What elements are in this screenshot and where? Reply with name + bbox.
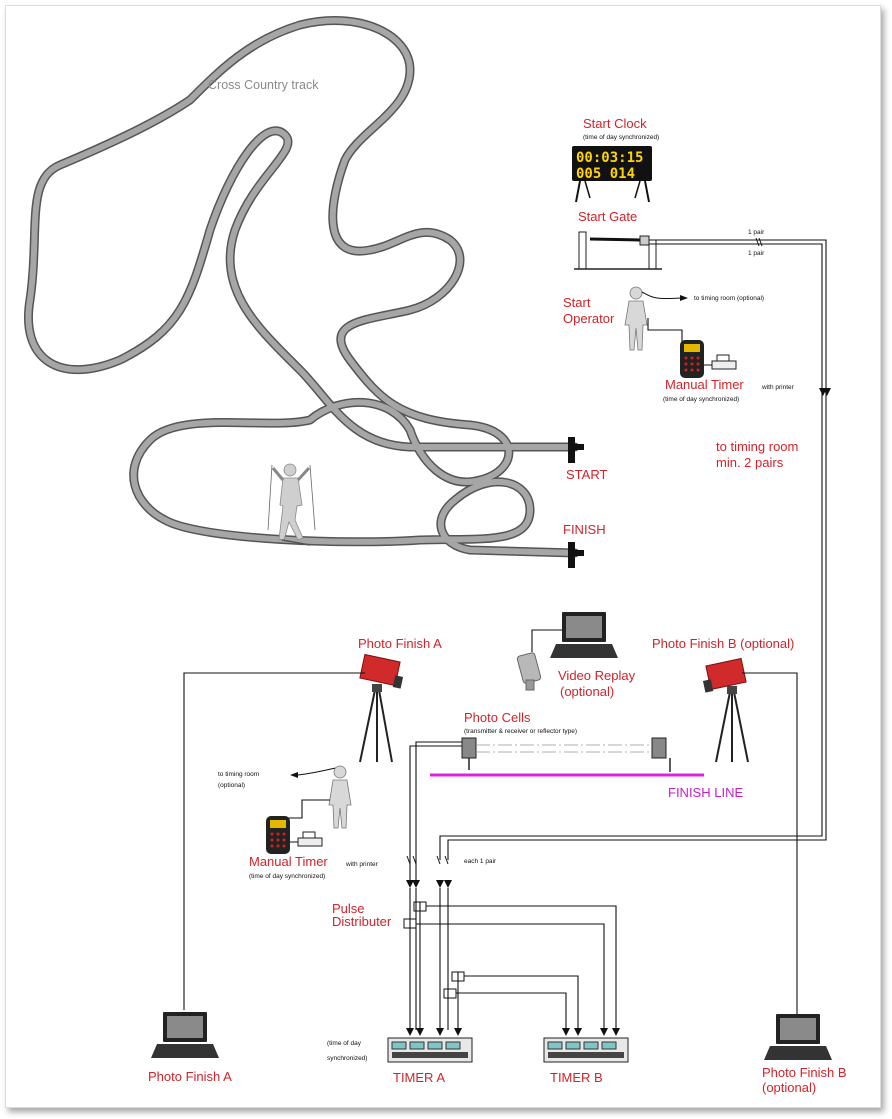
photo-finish-b-camera-icon	[702, 657, 749, 763]
start-clock-line2: 005 014	[576, 166, 635, 182]
start-clock-line1: 00:03:15	[576, 150, 643, 166]
manual-timer-bottom-printer: with printer	[345, 861, 379, 868]
start-operator-line2: Operator	[563, 311, 615, 326]
manual-timer-bottom-note: (time of day synchronized)	[249, 873, 325, 880]
laptop-b-icon	[764, 1014, 832, 1060]
start-operator-line1: Start	[563, 295, 591, 310]
start-clock-display	[572, 146, 652, 203]
manual-timer-top-title: Manual Timer	[665, 377, 744, 392]
timer-b-icon	[543, 1037, 629, 1063]
wiring-each-pair: each 1 pair	[464, 858, 497, 865]
manual-timer-bottom-title: Manual Timer	[249, 854, 328, 869]
start-operator-to-timing: to timing room (optional)	[694, 295, 764, 302]
manual-timer-top-printer: with printer	[761, 384, 795, 391]
timer-a-icon	[387, 1037, 473, 1063]
start-operator-person-icon	[624, 286, 648, 351]
printer-bottom-icon	[297, 831, 323, 847]
photo-finish-a-camera-icon	[359, 653, 404, 763]
video-replay-line2: (optional)	[560, 684, 614, 699]
video-replay-laptop-icon	[550, 612, 618, 658]
start-marker	[568, 437, 575, 463]
timer-a-note1: (time of day	[327, 1040, 362, 1047]
start-clock-title: Start Clock	[583, 116, 647, 131]
start-gate-icon	[574, 231, 662, 270]
timer-a-label: TIMER A	[393, 1070, 445, 1085]
timer-a-note2: synchronized)	[327, 1055, 367, 1062]
skier-icon	[267, 463, 316, 546]
manual-timer-bottom-icon	[266, 816, 290, 854]
pulse-distributer-box-4	[443, 988, 457, 999]
cross-country-track	[24, 16, 580, 558]
printer-top-icon	[711, 354, 737, 370]
start-clock-note: (time of day synchronized)	[583, 134, 659, 141]
video-camera-icon	[516, 652, 542, 691]
finish-line-label: FINISH LINE	[668, 785, 743, 800]
timer-b-label: TIMER B	[550, 1070, 603, 1085]
photo-cell-transmitter-icon	[461, 737, 477, 770]
operator-left-to-timing-2: (optional)	[218, 782, 245, 789]
laptop-a-label: Photo Finish A	[148, 1069, 232, 1084]
pulse-distributer-line1: Pulse	[332, 901, 365, 916]
operator-left-person-icon	[328, 765, 352, 829]
start-gate-pair-top: 1 pair	[748, 229, 765, 236]
to-timing-room-line2: min. 2 pairs	[716, 455, 784, 470]
photo-cells-note: (transmitter & receiver or reflector typ…	[464, 728, 577, 735]
track-label: Cross Country track	[208, 78, 319, 92]
laptop-b-line2: (optional)	[762, 1080, 816, 1095]
photo-cell-receiver-icon	[651, 737, 671, 772]
operator-left-to-timing-1: to timing room	[218, 771, 259, 778]
manual-timer-top-icon	[680, 340, 704, 378]
finish-label: FINISH	[563, 522, 606, 537]
start-label: START	[566, 467, 607, 482]
manual-timer-top-note: (time of day synchronized)	[663, 396, 739, 403]
to-timing-room-line1: to timing room	[716, 439, 798, 454]
start-gate-pair-bottom: 1 pair	[748, 250, 765, 257]
start-gate-title: Start Gate	[578, 209, 637, 224]
photo-finish-b-cam-title: Photo Finish B (optional)	[652, 636, 794, 651]
photo-cells-title: Photo Cells	[464, 710, 531, 725]
laptop-b-line1: Photo Finish B	[762, 1065, 847, 1080]
finish-marker	[568, 542, 575, 568]
video-replay-line1: Video Replay	[558, 668, 636, 683]
laptop-a-icon	[151, 1012, 219, 1058]
photo-finish-a-cam-title: Photo Finish A	[358, 636, 442, 651]
pulse-distributer-line2: Distributer	[332, 914, 392, 929]
